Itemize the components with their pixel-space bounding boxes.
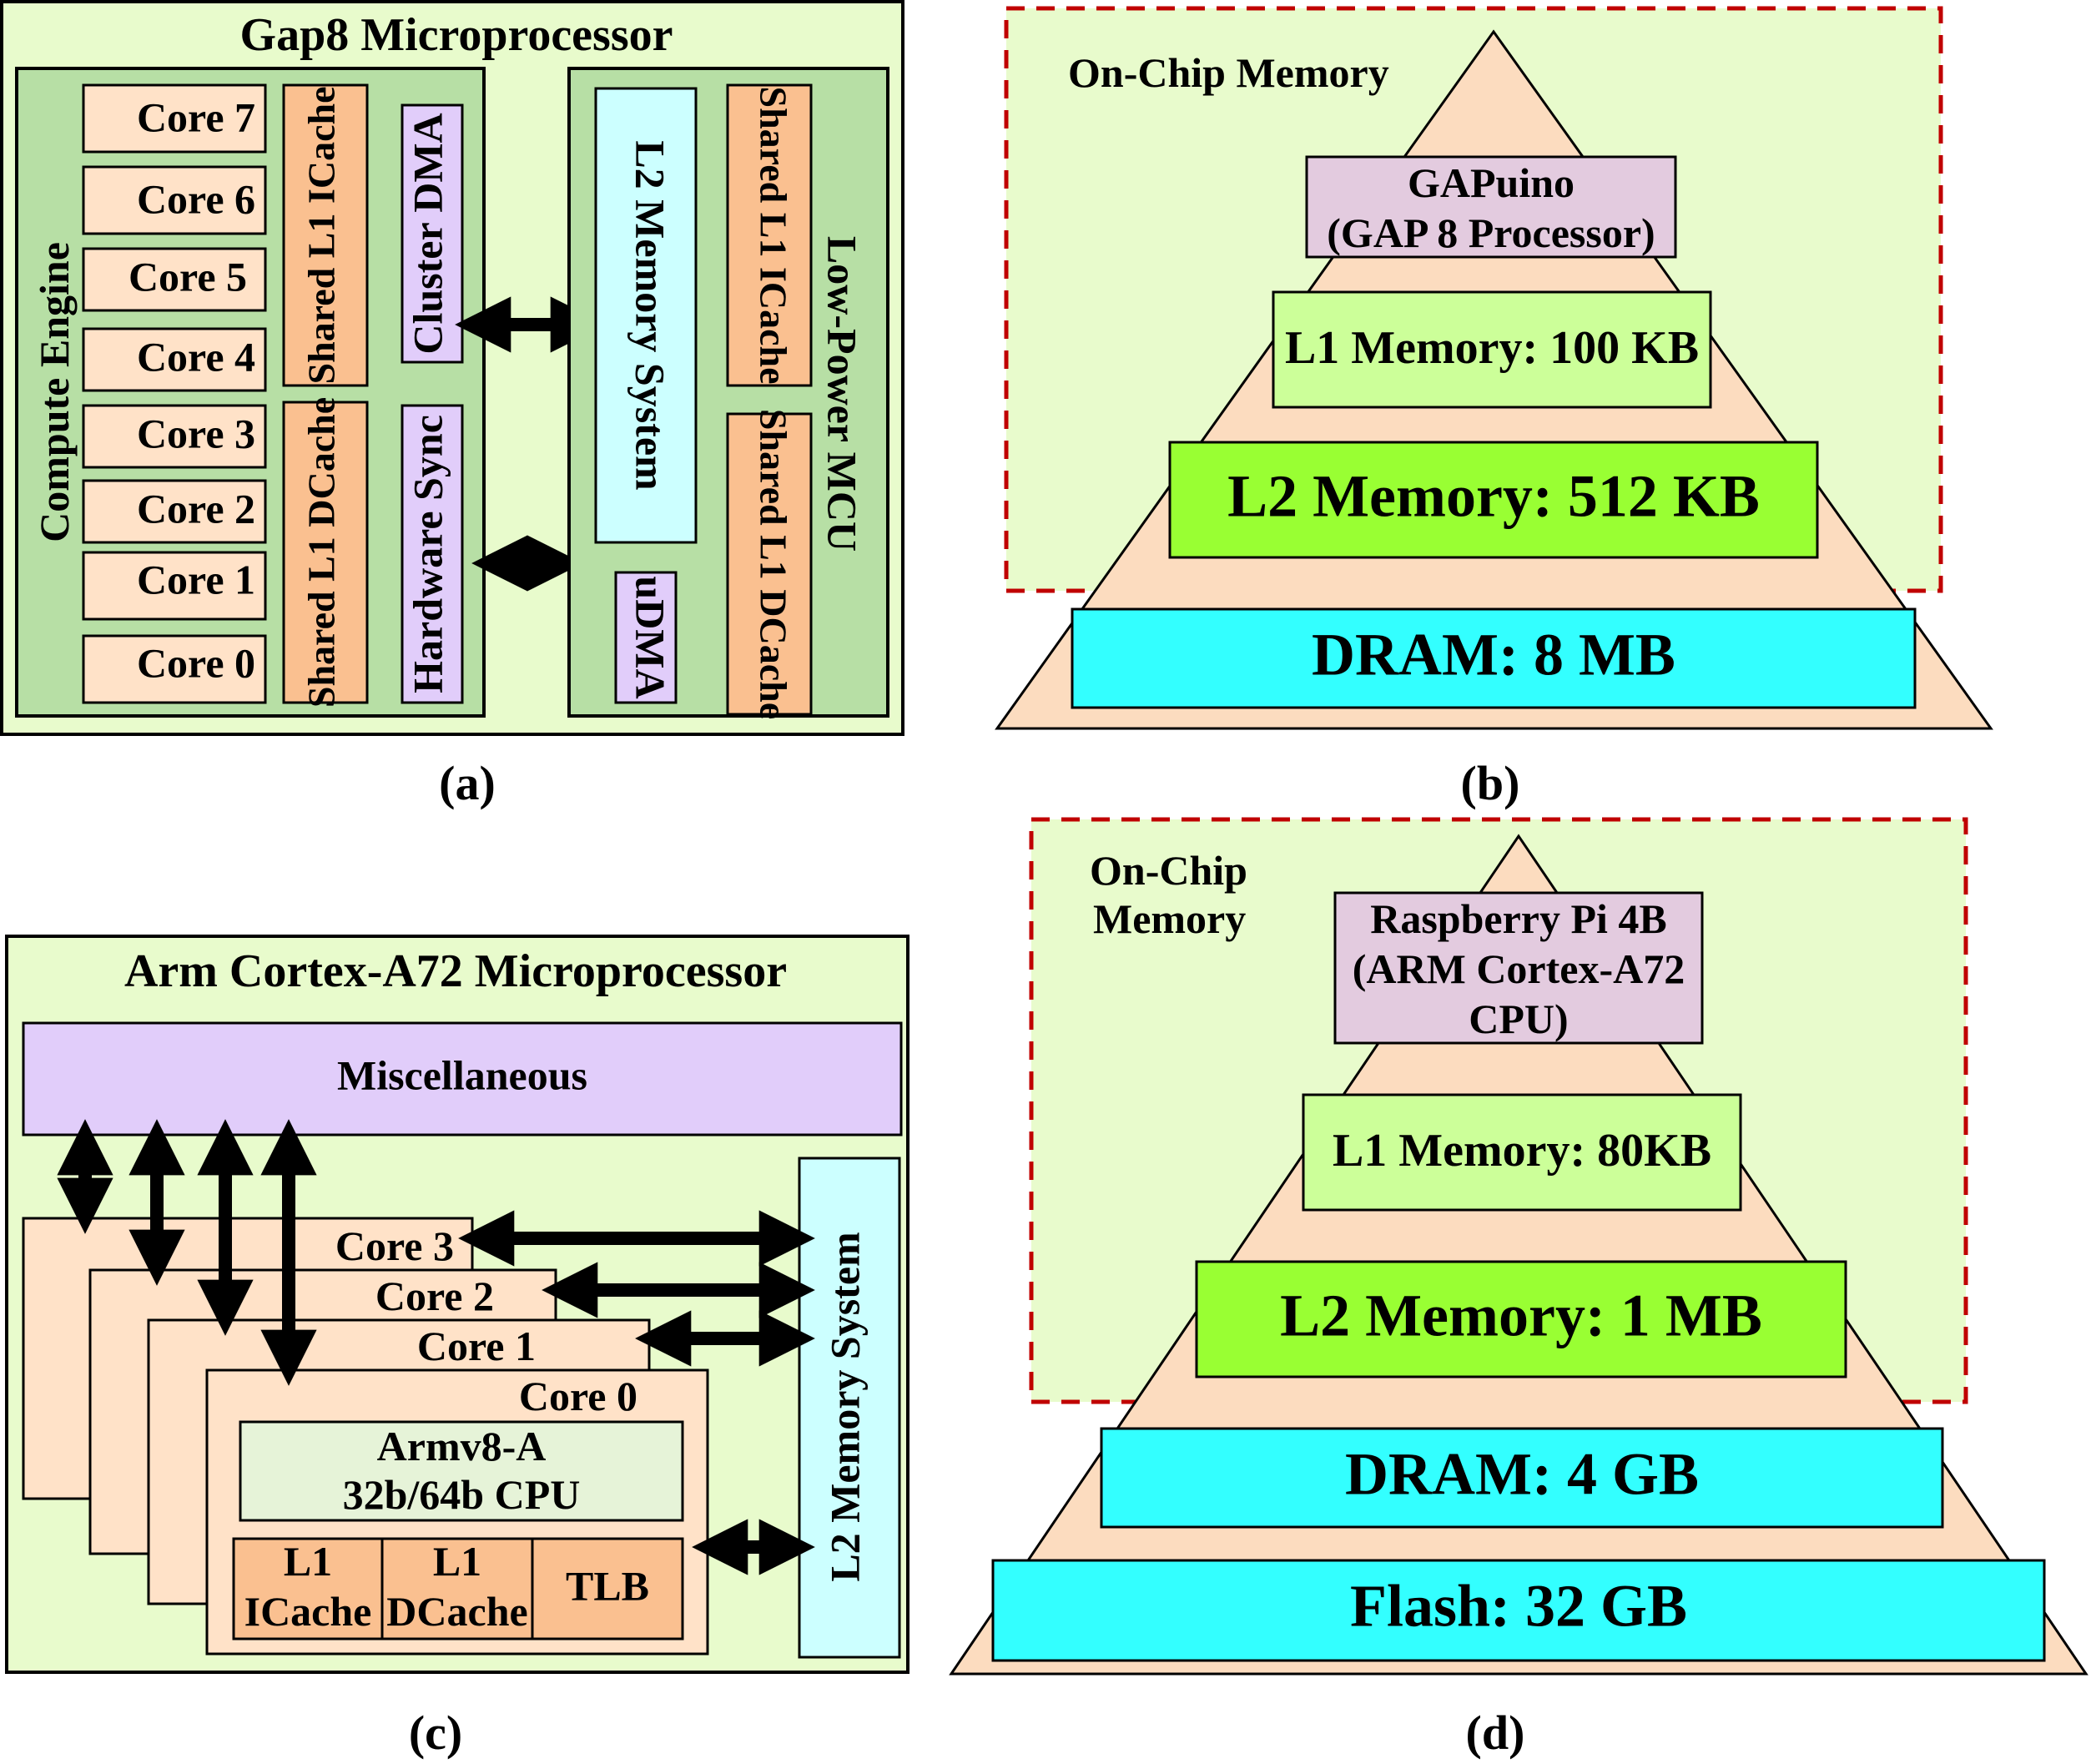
- l2-box-d: [1195, 1260, 1847, 1378]
- panel-d-rpi-memory-pyramid: On-Chip Memory Raspberry Pi 4B (ARM Cort…: [949, 817, 2088, 1760]
- l1-icache-box-c: [232, 1537, 384, 1641]
- l1-box-d: [1302, 1093, 1742, 1212]
- core-1-label: Core 1: [137, 556, 255, 602]
- processor-line2-b: (GAP 8 Processor): [1327, 209, 1655, 256]
- l2-label-d: L2 Memory: 1 MB: [1280, 1283, 1762, 1349]
- l2-memory-system-box-c: [798, 1157, 901, 1659]
- l1-icache-line2: ICache: [244, 1588, 372, 1635]
- udma-box: [614, 571, 678, 704]
- l1-dcache-line1: L1: [433, 1538, 481, 1585]
- panel-c-arm-diagram: Arm Cortex-A72 Microprocessor Miscellane…: [5, 935, 909, 1760]
- shared-l1-dcache-box: [282, 401, 369, 704]
- l2-memory-system-label: L2 Memory System: [627, 140, 674, 490]
- gap8-title: Gap8 Microprocessor: [240, 9, 673, 61]
- dram-label-d: DRAM: 4 GB: [1345, 1441, 1699, 1508]
- core-7-label: Core 7: [137, 93, 255, 140]
- core-6-box: [82, 165, 267, 235]
- dram-box-d: [1100, 1427, 1944, 1529]
- l2-label-b: L2 Memory: 512 KB: [1227, 463, 1760, 530]
- compute-engine-label: Compute Engine: [31, 242, 78, 542]
- core-4-box: [82, 327, 267, 392]
- core-0-card-label: Core 0: [519, 1373, 637, 1419]
- gap8-core-list: Core 7 Core 6 Core 5 Core 4 Core 3 Core …: [82, 83, 267, 704]
- processor-line2-d: (ARM Cortex-A72: [1353, 945, 1685, 992]
- core-2-card-label: Core 2: [375, 1273, 494, 1319]
- arm-title: Arm Cortex-A72 Microprocessor: [124, 945, 787, 997]
- l1-box-b: [1272, 290, 1712, 409]
- udma-label: uDMA: [627, 576, 674, 698]
- core-1-card-label: Core 1: [417, 1323, 536, 1369]
- processor-line3-d: CPU): [1469, 995, 1568, 1042]
- mcu-shared-l1-icache-label: Shared L1 ICache: [752, 87, 794, 385]
- misc-box: [22, 1021, 903, 1137]
- l1-icache-line1: L1: [284, 1538, 332, 1585]
- caption-d: (d): [1466, 1706, 1525, 1760]
- processor-line1-b: GAPuino: [1408, 159, 1575, 206]
- processor-box-d: [1333, 891, 1704, 1045]
- on-chip-label-d-line2: Memory: [1093, 895, 1246, 942]
- l2-box-b: [1168, 441, 1819, 559]
- armv8-cpu-box: [239, 1420, 684, 1522]
- core-3-label: Core 3: [137, 410, 255, 456]
- mcu-shared-l1-dcache-box: [726, 412, 813, 716]
- dram-box-b: [1071, 607, 1917, 709]
- panel-b-gap8-memory-pyramid: On-Chip Memory GAPuino (GAP 8 Processor)…: [995, 6, 1993, 810]
- low-power-mcu-label: Low-Power MCU: [819, 236, 866, 552]
- core-3-card-label: Core 3: [335, 1222, 454, 1269]
- core-7-box: [82, 83, 267, 154]
- l2-memory-system-box: [594, 87, 698, 544]
- panel-a-gap8-diagram: Gap8 Microprocessor Compute Engine Core …: [0, 0, 904, 810]
- caption-c: (c): [409, 1706, 462, 1760]
- on-chip-label-b: On-Chip Memory: [1068, 49, 1389, 96]
- core-2-label: Core 2: [137, 485, 255, 532]
- l1-label-b: L1 Memory: 100 KB: [1285, 322, 1699, 374]
- shared-l1-icache-label: Shared L1 ICache: [300, 87, 343, 385]
- core-6-label: Core 6: [137, 175, 255, 222]
- shared-l1-dcache-label: Shared L1 DCache: [300, 397, 343, 708]
- core-1-box: [82, 551, 267, 621]
- mcu-shared-l1-icache-box: [726, 83, 813, 387]
- cluster-dma-box: [401, 103, 464, 364]
- flash-label-d: Flash: 32 GB: [1350, 1573, 1687, 1640]
- hardware-sync-label: Hardware Sync: [404, 415, 451, 693]
- tlb-label-c: TLB: [566, 1562, 649, 1609]
- armv8-line2: 32b/64b CPU: [343, 1471, 581, 1518]
- tlb-box-c: [531, 1537, 684, 1641]
- core-3-box: [82, 404, 267, 469]
- caption-a: (a): [439, 756, 496, 810]
- processor-box-b: [1305, 155, 1677, 259]
- misc-label: Miscellaneous: [337, 1051, 587, 1098]
- core-4-label: Core 4: [137, 333, 255, 380]
- shared-l1-icache-box: [282, 83, 369, 387]
- core-5-label: Core 5: [128, 253, 247, 300]
- cluster-dma-label: Cluster DMA: [404, 113, 451, 354]
- on-chip-label-d-line1: On-Chip: [1090, 847, 1247, 894]
- core-2-box: [82, 479, 267, 544]
- l2-memory-system-label-c: L2 Memory System: [821, 1232, 868, 1581]
- caption-b: (b): [1461, 756, 1520, 810]
- dram-label-b: DRAM: 8 MB: [1312, 622, 1675, 688]
- flash-box-d: [991, 1559, 2046, 1662]
- core-0-label: Core 0: [137, 639, 255, 686]
- l1-dcache-line2: DCache: [386, 1588, 527, 1635]
- mcu-shared-l1-dcache-label: Shared L1 DCache: [752, 409, 794, 719]
- armv8-line1: Armv8-A: [377, 1423, 547, 1469]
- hardware-sync-box: [401, 404, 464, 704]
- core-5-box: [82, 247, 267, 312]
- l1-label-d: L1 Memory: 80KB: [1333, 1125, 1711, 1177]
- core-0-box: [82, 634, 267, 704]
- processor-line1-d: Raspberry Pi 4B: [1370, 895, 1667, 942]
